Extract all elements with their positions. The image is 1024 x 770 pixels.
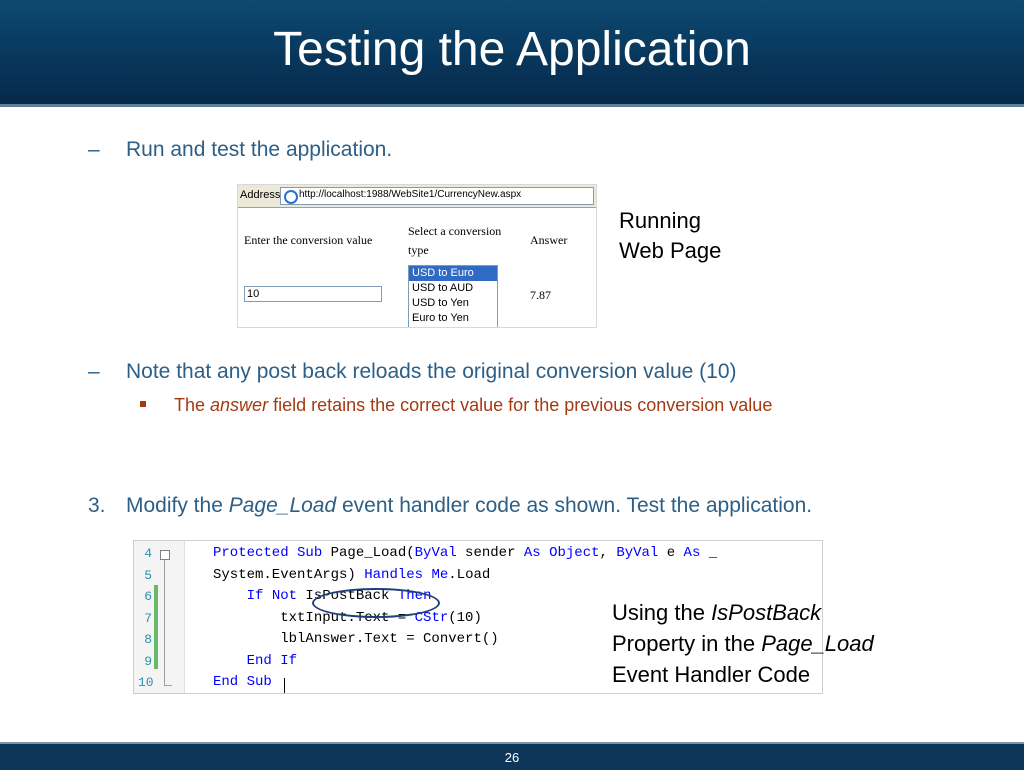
code-text: [213, 588, 247, 604]
caption-using-line1: Using the IsPostBack: [612, 598, 821, 628]
code-line-10: End Sub: [213, 674, 272, 690]
step-prefix: Modify the: [126, 494, 229, 517]
line-number: 4: [144, 546, 152, 561]
step-italic: Page_Load: [228, 494, 337, 517]
running-web-page-screenshot: Address http://localhost:1988/WebSite1/C…: [237, 184, 597, 328]
page-number: 26: [504, 750, 520, 765]
answer-label: Answer: [530, 233, 568, 247]
bullet-dash: –: [88, 360, 100, 383]
caption-running-line1: Running: [619, 208, 701, 233]
bullet-dash: –: [88, 138, 100, 161]
code-keyword: If Not: [246, 588, 298, 604]
caption-using-line3: Event Handler Code: [612, 662, 811, 687]
caption-using-line2: Property in the Page_Load: [612, 629, 874, 659]
select-conversion-label-1: Select a conversion: [408, 224, 502, 238]
bullet-answer-prefix: The: [174, 395, 211, 415]
bullet-square: [140, 401, 146, 407]
ispostback-highlight-circle: [312, 588, 440, 618]
code-editor-screenshot: 4 5 6 7 8 9 10 Protected Sub Page_Load(B…: [133, 540, 823, 694]
list-item: USD to Euro: [409, 266, 497, 281]
step-number: 3.: [88, 494, 106, 517]
changed-lines-marker: [154, 585, 158, 669]
list-item: USD to AUD: [412, 282, 474, 294]
caption-running-line2: Web Page: [619, 238, 722, 263]
address-bar: Address http://localhost:1988/WebSite1/C…: [238, 185, 596, 208]
caption-property-italic: Page_Load: [761, 631, 874, 656]
bullet-post-back: Note that any post back reloads the orig…: [126, 360, 737, 383]
line-number-gutter: 4 5 6 7 8 9 10: [134, 541, 185, 693]
code-keyword: Protected Sub: [213, 545, 323, 561]
code-line-5: System.EventArgs) Handles Me.Load: [213, 567, 490, 583]
page-icon: [284, 190, 298, 204]
address-url: http://localhost:1988/WebSite1/CurrencyN…: [299, 189, 522, 200]
code-keyword: Me: [431, 567, 449, 583]
code-text: System.EventArgs): [213, 567, 365, 583]
code-text: e: [658, 545, 684, 561]
line-number: 7: [144, 611, 152, 626]
list-item: USD to Yen: [412, 297, 469, 309]
code-text: _: [700, 545, 718, 561]
text-caret: [284, 678, 285, 693]
caption-using-prefix: Using the: [612, 600, 712, 625]
fold-guide-end: [164, 685, 172, 686]
code-text: [213, 653, 247, 669]
code-text: lblAnswer.Text = Convert(): [213, 631, 499, 647]
line-number: 9: [144, 654, 152, 669]
list-item: Euro to Yen: [412, 312, 469, 324]
bullet-run-test: Run and test the application.: [126, 138, 393, 161]
bullet-answer-italic: answer: [210, 395, 269, 415]
slide-header: Testing the Application: [0, 0, 1024, 107]
code-keyword: As: [683, 545, 701, 561]
conversion-type-listbox: USD to Euro USD to AUD USD to Yen Euro t…: [408, 265, 498, 327]
fold-guide: [164, 560, 165, 686]
code-text: .Load: [448, 567, 491, 583]
line-number: 6: [144, 589, 152, 604]
caption-using-italic: IsPostBack: [711, 600, 822, 625]
code-keyword: End Sub: [213, 674, 272, 690]
step-suffix: event handler code as shown. Test the ap…: [336, 494, 813, 517]
address-label: Address: [240, 189, 281, 201]
address-field: http://localhost:1988/WebSite1/CurrencyN…: [280, 187, 594, 205]
caption-property-prefix: Property in the: [612, 631, 762, 656]
conversion-value-input: 10: [244, 286, 382, 302]
bullet-answer-suffix: field retains the correct value for the …: [268, 395, 773, 415]
code-line-9: End If: [213, 653, 297, 669]
code-text: Page_Load(: [322, 545, 415, 561]
code-keyword: End If: [246, 653, 298, 669]
code-line-4: Protected Sub Page_Load(ByVal sender As …: [213, 545, 717, 561]
code-keyword: ByVal: [616, 545, 659, 561]
line-number: 10: [138, 675, 154, 690]
slide-footer: 26: [0, 742, 1024, 770]
answer-value: 7.87: [530, 288, 551, 302]
collapse-icon: [160, 550, 170, 560]
line-number: 5: [144, 568, 152, 583]
code-text: ,: [599, 545, 617, 561]
code-keyword: CStr: [414, 610, 449, 626]
enter-conversion-label: Enter the conversion value: [244, 233, 373, 247]
code-keyword: As: [523, 545, 541, 561]
code-line-7: txtInput.Text = CStr(10): [213, 610, 482, 626]
code-keyword: Handles: [364, 567, 424, 583]
select-conversion-label-2: type: [408, 243, 429, 257]
slide-title: Testing the Application: [273, 23, 751, 76]
bullet-answer-field: The answer field retains the correct val…: [174, 395, 772, 416]
step-modify-page-load: Modify the Page_Load event handler code …: [126, 494, 812, 518]
line-number: 8: [144, 632, 152, 647]
code-keyword: ByVal: [414, 545, 457, 561]
code-type: Object: [540, 545, 600, 561]
code-text: sender: [456, 545, 524, 561]
code-line-8: lblAnswer.Text = Convert(): [213, 631, 499, 647]
code-text: (10): [448, 610, 482, 626]
